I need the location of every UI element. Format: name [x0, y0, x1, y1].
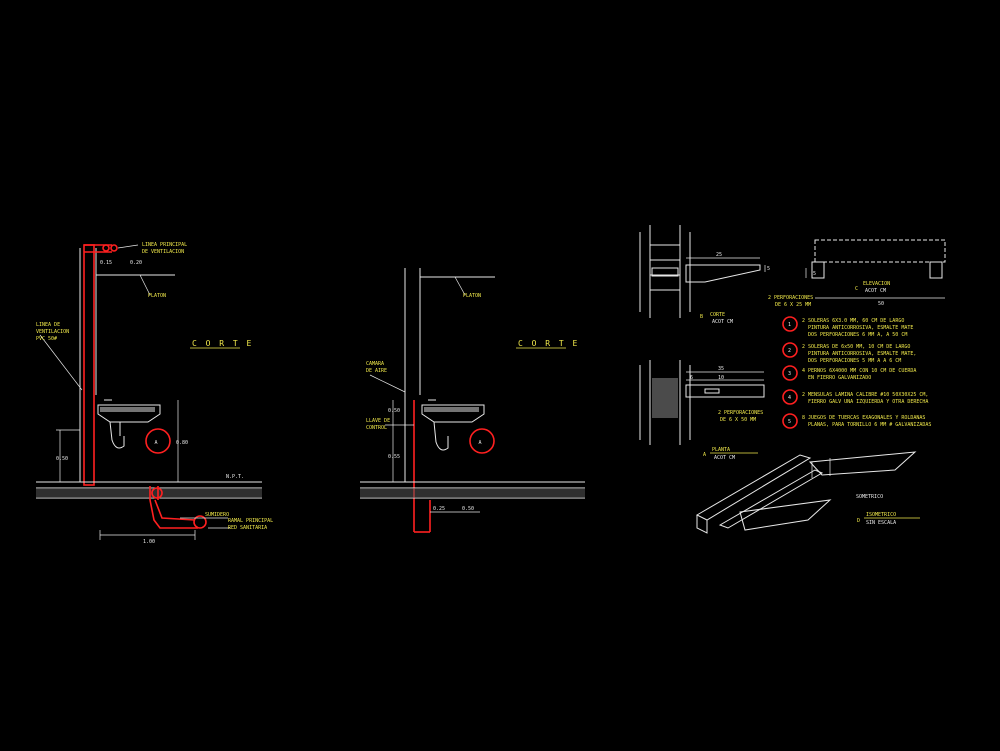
note-num-2: 2 [788, 348, 791, 354]
section-2-title: C O R T E [518, 339, 579, 348]
marker-a-text-2: A [479, 440, 482, 446]
dim-2-0-50b: 0.50 [462, 506, 474, 512]
label-sanitary-2: RED SANITARIA [228, 525, 267, 531]
corte-scale: ACOT CM [712, 319, 733, 325]
iso-title: ISOMETRICO [866, 512, 896, 518]
note-1-line-1: 2 SOLERAS 6X3.0 MM, 60 CM DE LARGO [802, 318, 904, 324]
dim-25: 25 [716, 252, 722, 258]
dim-0-15: 0.15 [100, 260, 112, 266]
note-num-5: 5 [788, 419, 791, 425]
dim-0-50: 0.50 [56, 456, 68, 462]
section-2: A [360, 268, 585, 533]
elev-scale: ACOT CM [865, 288, 886, 294]
label-valve-2: CONTROL [366, 425, 387, 431]
perf-2b: DE 6 X 50 MM [720, 417, 756, 423]
perf-2: 2 PERFORACIONES [718, 410, 763, 416]
section-1-title: C O R T E [192, 339, 253, 348]
corte-title: CORTE [710, 312, 725, 318]
label-valve: LLAVE DE [366, 418, 390, 424]
label-vent-line: LINEA DE [36, 322, 60, 328]
vent-pipe [83, 244, 95, 486]
dim-0-80: 0.80 [176, 440, 188, 446]
perf-1: 2 PERFORACIONES [768, 295, 813, 301]
label-vent-line-2: VENTILACION [36, 329, 69, 335]
note-num-3: 3 [788, 371, 791, 377]
detail-marker-a-2 [469, 428, 495, 454]
note-1-line-3: DOS PERFORACIONES 6 MM A, A 50 CM [808, 332, 907, 338]
note-3-line-2: EN FIERRO GALVANIZADO [808, 375, 871, 381]
planta-letter: A [703, 452, 706, 458]
label-air-chamber-2: DE AIRE [366, 368, 387, 374]
dim-10: 10 [718, 375, 724, 381]
label-air-chamber: CAMARA [366, 361, 384, 367]
note-2-line-1: 2 SOLERAS DE 6x50 MM, 10 CM DE LARGO [802, 344, 910, 350]
sink-2 [421, 404, 485, 423]
label-sanitary: RAMAL PRINCIPAL [228, 518, 273, 524]
planta-scale: ACOT CM [714, 455, 735, 461]
dim-1-00: 1.00 [143, 539, 155, 545]
iso-label: SOMETRICO [856, 494, 883, 500]
dim-2-0-50: 0.50 [388, 408, 400, 414]
marker-a-text-1: A [155, 440, 158, 446]
note-2-line-2: PINTURA ANTICORROSIVA, ESMALTE MATE, [808, 351, 916, 357]
note-4-line-2: FIERRO GALV UNA IZQUIERDA Y OTRA DERECHA [808, 399, 928, 405]
corte-letter: B [700, 314, 703, 320]
note-1-line-2: PINTURA ANTICORROSIVA, ESMALTE MATE [808, 325, 913, 331]
note-2-line-3: DOS PERFORACIONES 5 MM A A 6 CM [808, 358, 901, 364]
note-3-line-1: 4 PERNOS 6X4000 MM CON 10 CM DE CUERDA [802, 368, 916, 374]
note-num-1: 1 [788, 322, 791, 328]
elev-title: ELEVACION [863, 281, 890, 287]
sink-1 [97, 404, 161, 423]
dim-2-0-55: 0.55 [388, 454, 400, 460]
section-1: A [36, 244, 262, 540]
dim-5b: 5 [813, 271, 816, 277]
notes-list [782, 316, 798, 429]
detail-corte [639, 225, 766, 318]
planta-title: PLANTA [712, 447, 730, 453]
detail-elevacion [805, 239, 946, 299]
label-npt: N.P.T. [226, 474, 244, 480]
iso-letter: D [857, 518, 860, 524]
dim-0-20: 0.20 [130, 260, 142, 266]
note-4-line-1: 2 MENSULAS LAMINA CALIBRE #10 50X30X25 C… [802, 392, 928, 398]
dim-50: 50 [878, 301, 884, 307]
dim-6: 6 [690, 375, 693, 381]
dim-35: 35 [718, 366, 724, 372]
detail-isometrico [695, 451, 917, 534]
detail-planta [639, 360, 765, 445]
label-main-vent: LINEA PRINCIPAL [142, 242, 187, 248]
dim-2-0-25: 0.25 [433, 506, 445, 512]
elev-letter: C [855, 286, 858, 292]
label-drain: SUMIDERO [205, 512, 229, 518]
detail-marker-a-1 [145, 428, 171, 454]
note-num-4: 4 [788, 395, 791, 401]
iso-scale: SIN ESCALA [866, 520, 896, 526]
label-platon-2: PLATON [463, 293, 481, 299]
perf-1b: DE 6 X 25 MM [775, 302, 811, 308]
dim-5: 5 [767, 266, 770, 272]
label-vent-line-3: PVC 50# [36, 336, 57, 342]
label-platon-1: PLATON [148, 293, 166, 299]
note-5-line-2: PLANAS, PARA TORNILLO 6 MM # GALVANIZADA… [808, 422, 931, 428]
label-main-vent-2: DE VENTILACION [142, 249, 184, 255]
note-5-line-1: 8 JUEGOS DE TUERCAS EXAGONALES Y ROLDANA… [802, 415, 925, 421]
